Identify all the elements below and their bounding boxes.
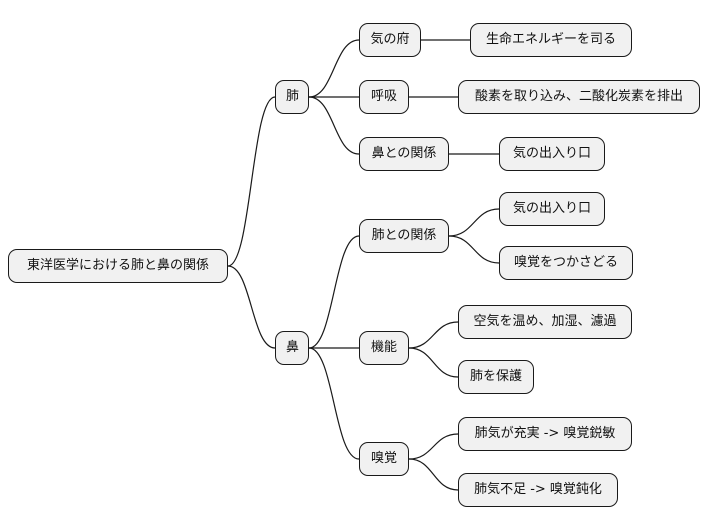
lung-leaf-qi-gateway: 気の出入り口: [499, 137, 605, 171]
root-node: 東洋医学における肺と鼻の関係: [8, 249, 228, 283]
connector-line-13: [408, 321, 459, 349]
nose-child-smell: 嗅覚: [359, 442, 409, 476]
nose-leaf-smell-dull: 肺気不足 -> 嗅覚鈍化: [458, 473, 618, 507]
connector-line-10: [308, 347, 360, 460]
connector-line-4: [308, 96, 360, 155]
connector-line-11: [448, 208, 500, 237]
lung-leaf-oxygen: 酸素を取り込み、二酸化炭素を排出: [458, 80, 700, 114]
nose-leaf-smell-sharp: 肺気が充実 -> 嗅覚鋭敏: [458, 417, 632, 451]
nose-leaf-protect-lung: 肺を保護: [458, 360, 534, 394]
nose-node: 鼻: [275, 331, 309, 365]
nose-child-lung-relation: 肺との関係: [359, 219, 449, 253]
lung-node: 肺: [275, 80, 309, 114]
lung-child-qi-fu: 気の府: [359, 23, 421, 57]
connector-line-16: [408, 458, 459, 491]
nose-leaf-warm-humidify-filter: 空気を温め、加湿、濾過: [458, 305, 632, 339]
lung-child-breathing: 呼吸: [359, 80, 409, 114]
nose-leaf-olfaction-control: 嗅覚をつかさどる: [499, 246, 633, 280]
connector-line-2: [308, 39, 360, 98]
lung-leaf-life-energy: 生命エネルギーを司る: [470, 23, 632, 57]
lung-child-nose-relation: 鼻との関係: [359, 137, 449, 171]
nose-leaf-qi-gateway: 気の出入り口: [499, 192, 605, 226]
connector-line-8: [308, 235, 360, 349]
connector-line-14: [408, 347, 459, 378]
connector-line-12: [448, 235, 500, 264]
nose-child-function: 機能: [359, 331, 409, 365]
connector-line-15: [408, 433, 459, 460]
connector-line-1: [227, 265, 276, 349]
connector-line-0: [227, 96, 276, 267]
